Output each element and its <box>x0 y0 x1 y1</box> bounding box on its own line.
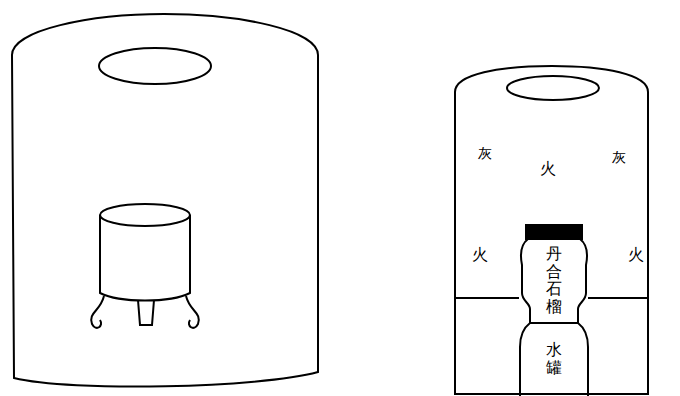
divider-line <box>588 297 648 299</box>
water-jar: 水罐 <box>520 323 588 396</box>
fire-label: 火 <box>540 160 556 178</box>
right-furnace <box>455 66 648 394</box>
left-furnace <box>12 14 318 387</box>
tripod-body <box>100 215 190 301</box>
ash-label: 灰 <box>478 146 492 161</box>
tripod-rim <box>100 204 190 226</box>
tripod-leg <box>91 296 104 328</box>
divider-line <box>455 297 519 299</box>
vessel-outline <box>520 323 588 396</box>
furnace-body <box>12 14 318 387</box>
vessel-outline <box>521 239 587 323</box>
tripod-leg <box>186 296 199 328</box>
fire-label: 火 <box>628 246 644 264</box>
vessel-outline <box>526 225 582 239</box>
tripod-leg <box>138 300 154 325</box>
furnace-region: 灰火灰火火丹合石榴水罐 <box>452 60 652 396</box>
furnace-mouth <box>99 48 211 84</box>
crucible-vessel: 丹合石榴 <box>520 225 588 323</box>
vessel-label: 丹合石榴 <box>546 245 562 315</box>
ash-label: 灰 <box>612 150 626 165</box>
fire-label: 火 <box>472 246 488 264</box>
jar-label: 水罐 <box>546 341 562 376</box>
furnace-body <box>455 66 648 394</box>
furnace-mouth <box>507 76 599 100</box>
